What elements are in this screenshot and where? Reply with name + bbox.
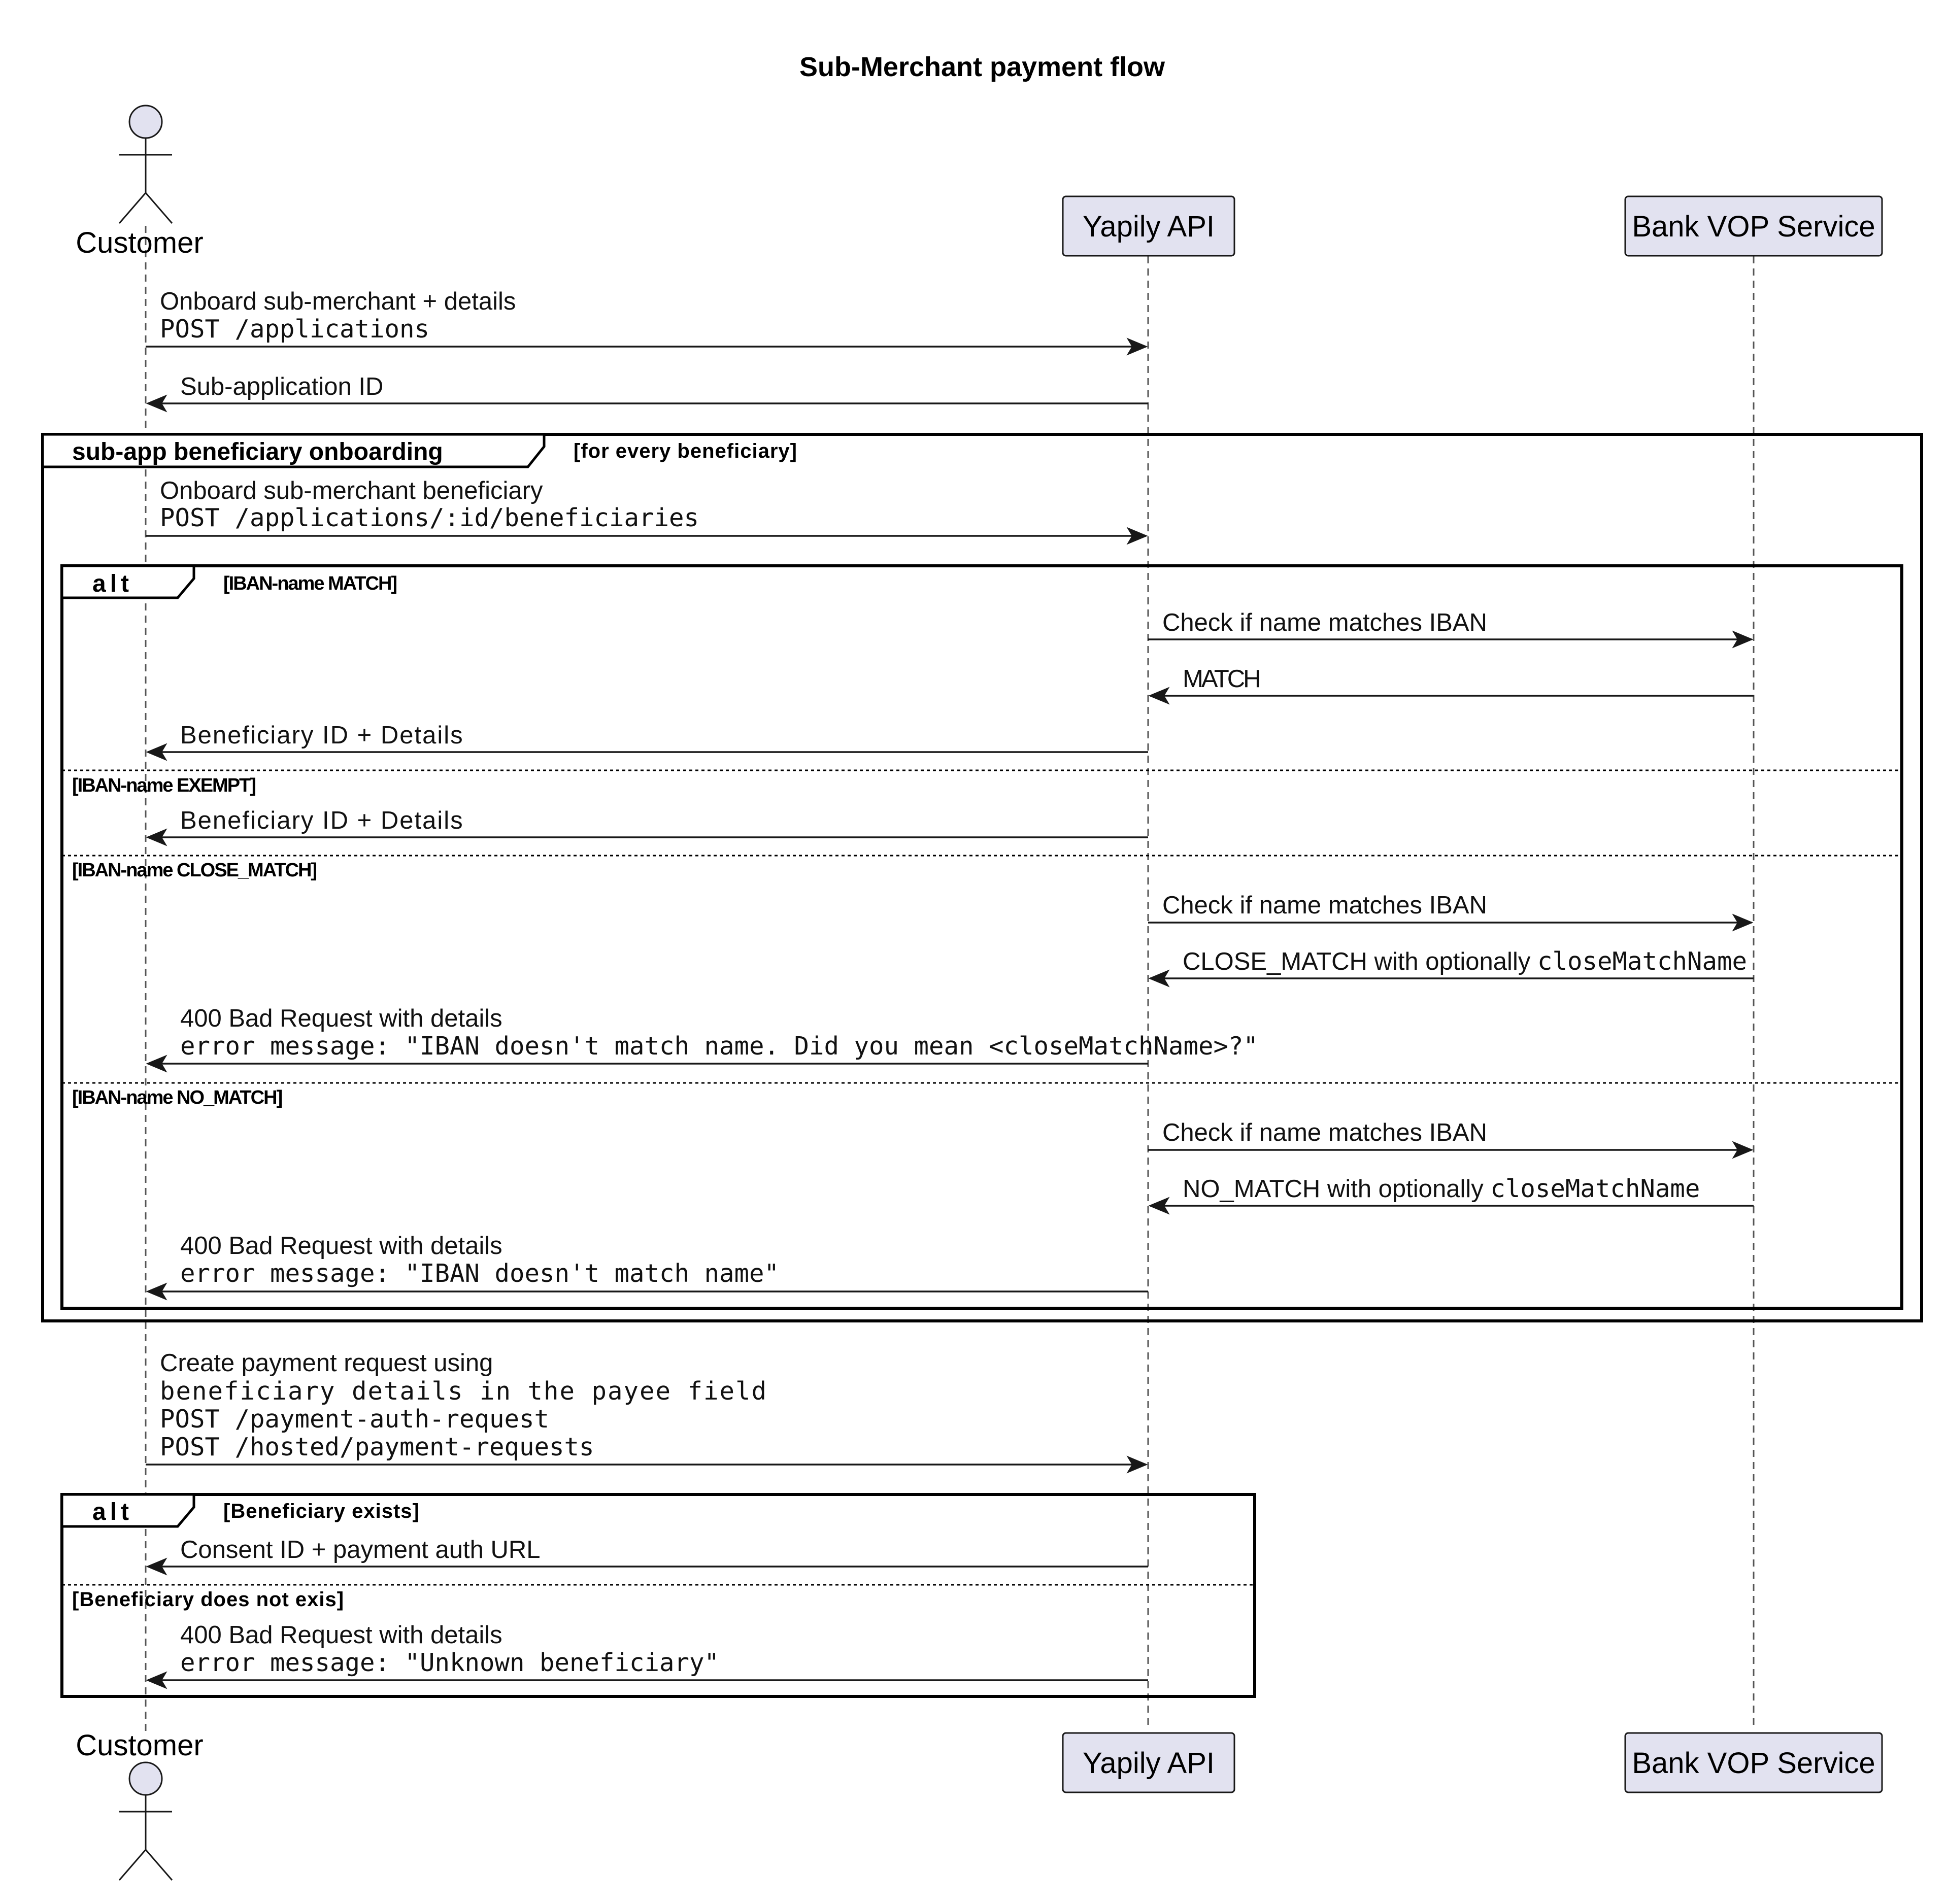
message-close-match: CLOSE_MATCH with optionally closeMatchNa… bbox=[1183, 947, 1747, 976]
message-match: MATCH bbox=[1183, 665, 1259, 693]
message-beneficiary-id-2: Beneficiary ID + Details bbox=[180, 807, 464, 834]
alt-guard-match: [IBAN-name MATCH] bbox=[223, 573, 396, 594]
customer-label-bottom: Customer bbox=[76, 1729, 203, 1762]
alt-guard-no-match: [IBAN-name NO_MATCH] bbox=[72, 1087, 282, 1108]
yapily-label-top: Yapily API bbox=[1083, 210, 1215, 243]
message-check-name-1: Check if name matches IBAN bbox=[1162, 609, 1487, 636]
diagram-title: Sub-Merchant payment flow bbox=[799, 52, 1165, 82]
message-post-hosted-payment-requests: POST /hosted/payment-requests bbox=[160, 1433, 594, 1461]
actor-head-icon bbox=[128, 1761, 163, 1796]
yapily-label-bottom: Yapily API bbox=[1083, 1747, 1215, 1780]
message-beneficiary-id-1: Beneficiary ID + Details bbox=[180, 722, 464, 749]
alt-frame-iban: alt [IBAN-name MATCH] [IBAN-name EXEMPT]… bbox=[60, 564, 1903, 1310]
message-onboard-sub-merchant: Onboard sub-merchant + details bbox=[160, 288, 516, 315]
message-onboard-beneficiary: Onboard sub-merchant beneficiary bbox=[160, 477, 543, 504]
bank-label-top: Bank VOP Service bbox=[1632, 210, 1875, 243]
alt-frame-beneficiary: alt [Beneficiary exists] [Beneficiary do… bbox=[60, 1493, 1256, 1698]
message-consent-id: Consent ID + payment auth URL bbox=[180, 1536, 541, 1563]
message-check-name-2: Check if name matches IBAN bbox=[1162, 892, 1487, 919]
alt-frame-iban-label: alt bbox=[92, 570, 133, 597]
message-bad-request-2: 400 Bad Request with details bbox=[180, 1232, 502, 1260]
message-no-match: NO_MATCH with optionally closeMatchName bbox=[1183, 1174, 1700, 1203]
bank-participant-bottom: Bank VOP Service bbox=[1624, 1732, 1883, 1793]
loop-frame-label: sub-app beneficiary onboarding bbox=[72, 438, 443, 465]
message-check-name-3: Check if name matches IBAN bbox=[1162, 1119, 1487, 1146]
yapily-participant-bottom: Yapily API bbox=[1062, 1732, 1235, 1793]
alt-guard-exempt: [IBAN-name EXEMPT] bbox=[72, 775, 255, 796]
message-bad-request-1: 400 Bad Request with details bbox=[180, 1005, 502, 1032]
message-create-payment-request: Create payment request using bbox=[160, 1349, 493, 1377]
message-bad-request-3: 400 Bad Request with details bbox=[180, 1621, 502, 1649]
message-error-close-match: error message: "IBAN doesn't match name.… bbox=[180, 1032, 1258, 1061]
bank-participant-top: Bank VOP Service bbox=[1624, 195, 1883, 257]
message-post-beneficiaries: POST /applications/:id/beneficiaries bbox=[160, 503, 699, 532]
customer-actor-bottom: Customer bbox=[76, 1729, 204, 1881]
loop-frame-guard: [for every beneficiary] bbox=[574, 440, 797, 462]
bank-label-bottom: Bank VOP Service bbox=[1632, 1747, 1875, 1780]
message-post-payment-auth-request: POST /payment-auth-request bbox=[160, 1405, 549, 1434]
loop-frame: sub-app beneficiary onboarding [for ever… bbox=[41, 433, 1923, 1322]
message-post-applications: POST /applications bbox=[160, 315, 429, 344]
message-error-unknown-beneficiary: error message: "Unknown beneficiary" bbox=[180, 1648, 719, 1677]
alt-guard-beneficiary-exists: [Beneficiary exists] bbox=[223, 1500, 420, 1522]
customer-label-top: Customer bbox=[76, 226, 203, 259]
actor-head-icon bbox=[128, 105, 163, 139]
alt-guard-close-match: [IBAN-name CLOSE_MATCH] bbox=[72, 860, 316, 881]
alt-frame-beneficiary-label: alt bbox=[92, 1499, 133, 1525]
message-beneficiary-payee: beneficiary details in the payee field bbox=[160, 1377, 767, 1406]
customer-actor-top: Customer bbox=[76, 105, 204, 259]
alt-guard-beneficiary-missing: [Beneficiary does not exis] bbox=[72, 1588, 344, 1611]
message-sub-application-id: Sub-application ID bbox=[180, 373, 383, 400]
yapily-participant-top: Yapily API bbox=[1062, 195, 1235, 257]
message-error-no-match: error message: "IBAN doesn't match name" bbox=[180, 1259, 779, 1288]
